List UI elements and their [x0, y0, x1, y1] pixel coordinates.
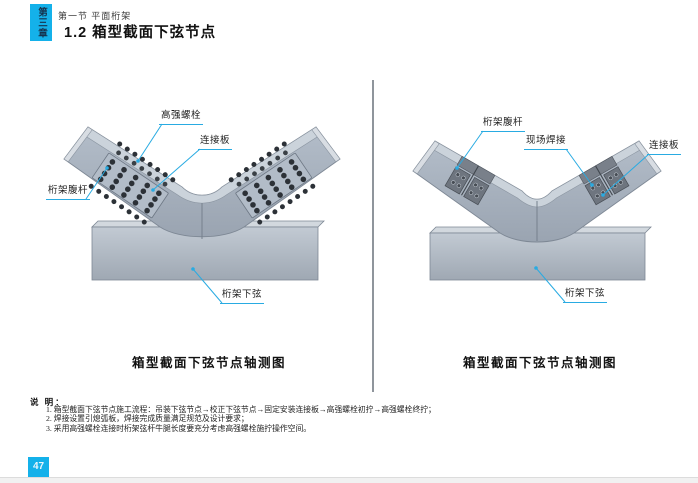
chapter-badge: 第三章: [30, 4, 52, 41]
label-truss-web-left: 桁架腹杆: [46, 186, 91, 200]
label-connection-plate-right: 连接板: [647, 141, 682, 155]
figure-divider: [372, 80, 374, 392]
welded-joint-illustration: [412, 130, 662, 303]
label-truss-chord-right: 桁架下弦: [563, 289, 608, 303]
notes-list: 1. 箱型截面下弦节点施工流程：吊装下弦节点→校正下弦节点→固定安装连接板→高强…: [46, 405, 666, 433]
figure-welded-joint: 桁架腹杆 现场焊接 连接板 桁架下弦: [395, 85, 695, 360]
note-item-1: 1. 箱型截面下弦节点施工流程：吊装下弦节点→校正下弦节点→固定安装连接板→高强…: [46, 405, 436, 414]
leader-lines: [85, 123, 223, 304]
splice-plate-left: [87, 140, 177, 226]
leader-lines: [456, 130, 650, 303]
page-title: 1.2 箱型截面下弦节点: [64, 25, 217, 41]
bottom-strip: [0, 477, 698, 483]
page-number-badge: 47: [28, 457, 49, 477]
leader-dots: [455, 166, 605, 270]
label-high-strength-bolt: 高强螺栓: [159, 111, 204, 125]
label-truss-chord-left: 桁架下弦: [220, 290, 265, 304]
leader-dots: [105, 159, 195, 271]
label-connection-plate-left: 连接板: [198, 136, 233, 150]
splice-plate-right: [227, 140, 317, 226]
figure-bolted-joint: 高强螺栓 连接板 桁架腹杆 桁架下弦: [30, 85, 345, 360]
label-truss-web-right: 桁架腹杆: [481, 118, 526, 132]
label-field-weld: 现场焊接: [524, 136, 569, 150]
caption-welded-joint: 箱型截面下弦节点轴测图: [462, 356, 617, 370]
section-header: 第一节 平面桁架: [58, 11, 132, 21]
bolted-joint-illustration: [63, 123, 341, 304]
caption-bolted-joint: 箱型截面下弦节点轴测图: [131, 356, 286, 370]
note-item-3: 3. 采用高强螺栓连接时桁架弦杆牛腿长度要充分考虑高强螺栓施拧操作空间。: [46, 423, 312, 433]
notes-heading: 说 明：: [30, 397, 66, 407]
note-item-2: 2. 焊接设置引熄弧板，焊接完成质量满足规范及设计要求；: [46, 414, 249, 424]
